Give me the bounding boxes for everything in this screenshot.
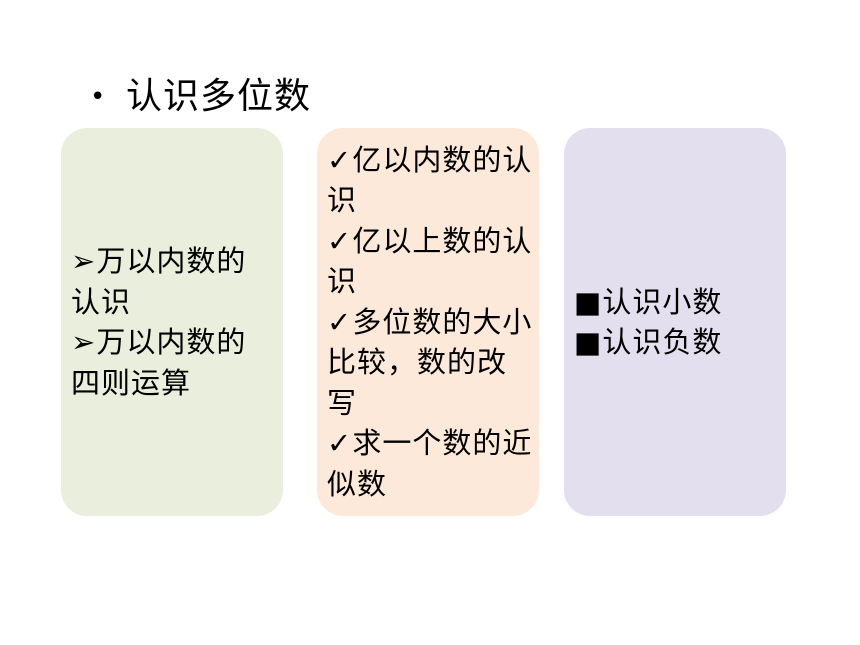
list-item: ■认识负数 <box>574 322 778 363</box>
item-text: 求一个数的近似数 <box>327 426 533 501</box>
square-bullet-icon: ■ <box>574 284 603 319</box>
arrow-bullet-icon: ➢ <box>71 325 97 359</box>
bullet-icon: • <box>90 82 106 112</box>
item-text: 亿以内数的认识 <box>327 142 533 218</box>
checkmark-bullet-icon: ✓ <box>327 304 353 339</box>
list-item: ✓求一个数的近似数 <box>327 423 535 504</box>
checkmark-bullet-icon: ✓ <box>327 426 353 461</box>
list-item: ■认识小数 <box>574 282 778 323</box>
item-text: 多位数的大小比较，数的改写 <box>327 304 533 420</box>
item-text: 亿以上数的认识 <box>327 223 533 299</box>
slide-title: • 认识多位数 <box>90 74 311 120</box>
list-item: ✓多位数的大小比较，数的改写 <box>327 302 535 424</box>
item-text: 万以内数的认识 <box>71 244 247 319</box>
checkmark-bullet-icon: ✓ <box>327 142 353 177</box>
arrow-bullet-icon: ➢ <box>71 244 97 278</box>
list-item: ✓亿以内数的认识 <box>327 140 535 221</box>
list-item: ➢万以内数的认识 <box>71 241 275 322</box>
list-item: ✓亿以上数的认识 <box>327 221 535 302</box>
box-green: ➢万以内数的认识 ➢万以内数的四则运算 <box>61 128 283 516</box>
box-orange: ✓亿以内数的认识 ✓亿以上数的认识 ✓多位数的大小比较，数的改写 ✓求一个数的近… <box>317 128 539 516</box>
title-text: 认识多位数 <box>126 76 312 117</box>
square-bullet-icon: ■ <box>574 325 603 359</box>
box-purple: ■认识小数 ■认识负数 <box>564 128 786 516</box>
list-item: ➢万以内数的四则运算 <box>71 322 275 403</box>
item-text: 认识负数 <box>602 325 723 359</box>
item-text: 认识小数 <box>602 284 723 319</box>
item-text: 万以内数的四则运算 <box>71 325 247 400</box>
checkmark-bullet-icon: ✓ <box>327 223 353 258</box>
